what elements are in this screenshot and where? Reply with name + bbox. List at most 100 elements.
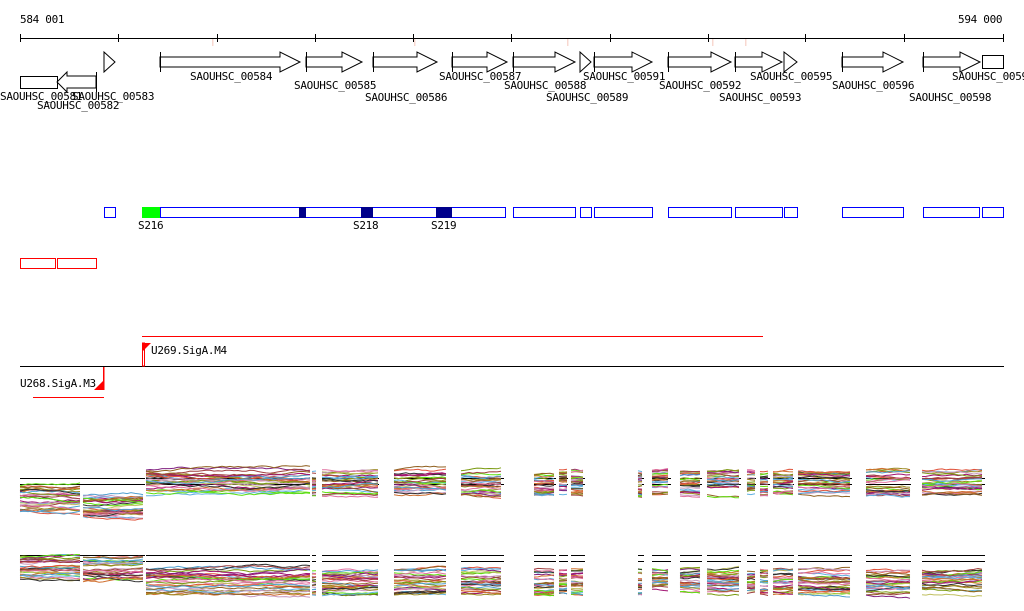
expression-profile <box>921 487 983 491</box>
expression-profile <box>746 481 756 483</box>
expression-profile <box>321 571 379 575</box>
expression-profile <box>460 574 502 578</box>
expression-profile <box>533 489 555 493</box>
expression-profile <box>637 492 643 495</box>
gene-label[interactable]: SAOUHSC_00586 <box>365 91 448 104</box>
expression-profile <box>19 501 81 507</box>
expression-profile <box>921 586 983 593</box>
expression-profile <box>19 564 80 569</box>
expression-profile <box>921 593 983 598</box>
expression-profile <box>460 489 502 493</box>
expression-profile <box>651 483 669 487</box>
expression-profile <box>82 569 144 573</box>
expression-profile <box>321 479 379 486</box>
expression-profile <box>460 590 502 594</box>
expression-profile <box>772 568 793 572</box>
expression-profile <box>460 582 502 586</box>
gene-label[interactable]: SAOUHSC_00598 <box>909 91 992 104</box>
expression-profile <box>679 480 701 483</box>
expression-profile <box>772 477 794 481</box>
expression-profile <box>460 593 502 596</box>
segment-label[interactable]: S219 <box>431 219 457 232</box>
expression-profile <box>706 579 740 583</box>
expression-profile <box>865 571 911 576</box>
expression-profile <box>393 492 447 497</box>
expression-profile <box>533 574 555 578</box>
expression-profile <box>393 591 446 594</box>
expression-profile <box>651 471 669 474</box>
expression-profile <box>706 572 740 577</box>
gene-label[interactable]: SAOUHSC_00582 <box>37 99 120 112</box>
expression-profile <box>460 475 502 479</box>
gene-label[interactable]: SAOUHSC_00595 <box>750 70 833 83</box>
expression-profile <box>145 475 311 483</box>
expression-profile <box>772 590 794 595</box>
promoter-label[interactable]: U268.SigA.M3 <box>20 377 96 390</box>
gene-label[interactable]: SAOUHSC_00581 <box>0 90 83 103</box>
expression-profile <box>571 494 584 497</box>
expression-profile <box>82 502 144 507</box>
expression-profile <box>866 580 911 584</box>
expression-profile <box>393 571 447 576</box>
expression-profile <box>460 467 502 472</box>
expression-profile <box>772 585 794 589</box>
expression-profile <box>679 568 701 571</box>
red-box <box>57 258 97 269</box>
segment-dark <box>299 207 306 218</box>
expression-profile <box>145 565 311 572</box>
gene-label[interactable]: SAOUHSC_00592 <box>659 79 742 92</box>
gene-label[interactable]: SAOUHSC_00588 <box>504 79 587 92</box>
gene-label[interactable]: SAOUHSC_00589 <box>546 91 629 104</box>
expression-profile <box>393 592 447 596</box>
expression-profile <box>393 486 447 491</box>
expression-profile <box>393 477 447 484</box>
expression-profile <box>145 577 311 584</box>
segment-dark <box>436 207 452 218</box>
segment-highlight <box>142 207 160 218</box>
ruler-mark <box>414 39 416 46</box>
gene-label[interactable]: SAOUHSC_00591 <box>583 70 666 83</box>
expression-profile <box>706 565 740 572</box>
gene-label[interactable]: SAOUHSC_00584 <box>190 70 273 83</box>
expression-profile <box>311 470 317 472</box>
expression-profile <box>533 482 555 487</box>
expression-profile <box>570 476 584 479</box>
expression-profile <box>460 576 502 580</box>
expression-profile <box>19 485 81 489</box>
expression-profile <box>570 478 584 481</box>
segment-label[interactable]: S216 <box>138 219 164 232</box>
segment-box <box>580 207 592 218</box>
expression-profile <box>651 588 669 592</box>
expression-profile <box>82 571 144 577</box>
gene-label[interactable]: SAOUHSC_00596 <box>832 79 915 92</box>
expression-profile <box>19 492 81 497</box>
gene-label[interactable]: SAOUHSC_00587 <box>439 70 522 83</box>
expression-profile <box>651 479 669 481</box>
segment-box <box>668 207 732 218</box>
expression-profile <box>533 577 555 581</box>
promoter-label[interactable]: U269.SigA.M4 <box>151 344 227 357</box>
expression-profile <box>145 588 311 596</box>
expression-profile <box>759 584 769 587</box>
gene-label[interactable]: SAOUHSC_0059 <box>952 70 1024 83</box>
ruler-start-label: 584 001 <box>20 13 65 26</box>
expression-profile <box>82 515 144 521</box>
expression-profile <box>746 570 756 573</box>
segment-label[interactable]: S218 <box>353 219 379 232</box>
red-box <box>20 258 56 269</box>
expression-profile <box>706 485 740 489</box>
expression-profile <box>145 583 311 589</box>
expression-profile <box>393 491 447 496</box>
expression-profile <box>394 580 447 584</box>
gene-label[interactable]: SAOUHSC_00585 <box>294 79 377 92</box>
segment-box <box>735 207 783 218</box>
gene-label[interactable]: SAOUHSC_00583 <box>72 90 155 103</box>
expression-profile <box>772 591 794 596</box>
expression-profile <box>865 569 910 573</box>
expression-profile <box>746 493 756 496</box>
expression-profile <box>746 575 756 578</box>
ruler-mark <box>712 39 714 46</box>
gene-label[interactable]: SAOUHSC_00593 <box>719 91 802 104</box>
expression-profile <box>679 482 701 485</box>
expression-profile <box>772 490 794 494</box>
